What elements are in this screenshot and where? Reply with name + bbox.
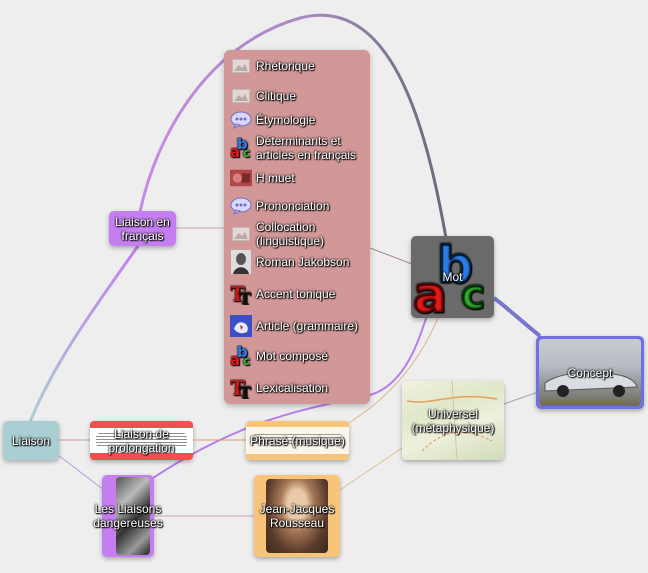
- edge-universel-concept: [503, 391, 539, 405]
- rousseau-portrait-image: [266, 479, 328, 553]
- node-mot-label: Mot: [442, 270, 463, 284]
- node-liaison-label: Liaison: [11, 433, 51, 448]
- music-staff-lines: [96, 433, 187, 447]
- photo-thumbnail-icon: [230, 168, 252, 188]
- panel-item[interactable]: Roman Jakobson: [230, 250, 368, 274]
- node-les-liaisons-dangereuses-label: Les Liaisons dangereuses: [93, 502, 163, 530]
- portrait-icon: [230, 250, 252, 274]
- panel-item-label: Collocation (linguistique): [256, 220, 325, 248]
- panel-item[interactable]: Rhétorique: [230, 56, 368, 76]
- panel-item-label: H muet: [256, 171, 295, 185]
- svg-text:b: b: [437, 236, 473, 294]
- panel-item[interactable]: Collocation (linguistique): [230, 220, 368, 248]
- panel-item-label: Roman Jakobson: [256, 255, 350, 269]
- node-jean-jacques-rousseau-label: Jean-Jacques Rousseau: [259, 502, 335, 530]
- panel-item-label: Mot composé: [256, 349, 329, 363]
- node-concept[interactable]: Concept: [536, 336, 644, 409]
- panel-item-label: Accent tonique: [256, 287, 336, 301]
- svg-text:T: T: [230, 377, 245, 399]
- node-concept-label: Concept: [567, 365, 613, 380]
- music-staff-lines: [252, 434, 343, 446]
- svg-text:b: b: [237, 345, 248, 361]
- car-shape-icon: [544, 371, 638, 397]
- europe-map-icon: [230, 315, 252, 337]
- svg-text:a: a: [413, 266, 447, 318]
- svg-text:a: a: [230, 143, 240, 159]
- panel-item-label: Étymologie: [256, 113, 316, 127]
- node-phrase-musique[interactable]: Phrasé (musique): [246, 421, 349, 460]
- node-liaison-en-francais-label: Liaison en français: [115, 214, 170, 243]
- svg-text:T: T: [239, 289, 251, 305]
- edge-phrase-mot: [339, 317, 439, 429]
- node-phrase-musique-label: Phrasé (musique): [250, 433, 345, 448]
- svg-text:c: c: [461, 272, 485, 318]
- node-universel-metaphysique-label: Universel (métaphysique): [411, 406, 495, 435]
- abc-icon: a b c: [413, 236, 486, 318]
- svg-text:c: c: [243, 354, 250, 367]
- panel-item[interactable]: Prononciation: [230, 196, 368, 216]
- engraving-image: [116, 477, 150, 555]
- panel-item-label: Rhétorique: [256, 59, 315, 73]
- node-jean-jacques-rousseau[interactable]: Jean-Jacques Rousseau: [254, 475, 340, 557]
- edge-liaison-liaison-fr: [28, 245, 140, 423]
- node-mot[interactable]: a b c Mot: [411, 236, 494, 318]
- node-liaison-de-prolongation[interactable]: Liaison de prolongation: [90, 421, 193, 460]
- node-liaison-en-francais[interactable]: Liaison en français: [109, 211, 176, 246]
- panel-item-label: Déterminants et articles en français: [256, 134, 357, 162]
- panel-item[interactable]: Article (grammaire): [230, 315, 368, 337]
- image-placeholder-icon: [230, 224, 252, 244]
- image-placeholder-icon: [230, 86, 252, 106]
- edge-liaison-fr-mot: [138, 13, 448, 239]
- svg-text:b: b: [237, 137, 248, 153]
- panel-item[interactable]: H muet: [230, 168, 368, 188]
- speech-bubble-icon: [230, 196, 252, 216]
- panel-item-label: Article (grammaire): [256, 319, 359, 333]
- speech-bubble-icon: [230, 110, 252, 130]
- image-placeholder-icon: [230, 56, 252, 76]
- panel-item-label: Clitique: [256, 89, 297, 103]
- svg-text:T: T: [239, 383, 251, 399]
- node-liaison-de-prolongation-label: Liaison de prolongation: [108, 426, 175, 455]
- node-les-liaisons-dangereuses[interactable]: Les Liaisons dangereuses: [93, 475, 163, 557]
- map-roads-icon: [406, 381, 498, 460]
- svg-text:T: T: [230, 283, 245, 305]
- svg-text:c: c: [243, 146, 250, 159]
- panel-item-label: Prononciation: [256, 199, 330, 213]
- panel-item[interactable]: Clitique: [230, 86, 368, 106]
- edge-panel-mot: [369, 247, 413, 265]
- node-liaison[interactable]: Liaison: [3, 421, 59, 460]
- edge-rousseau-universel: [339, 447, 403, 491]
- svg-text:a: a: [230, 351, 240, 367]
- edge-liaison-dangereuses: [57, 454, 105, 491]
- panel-item-label: Lexicalisation: [256, 381, 329, 395]
- node-universel-metaphysique[interactable]: Universel (métaphysique): [402, 381, 504, 460]
- panel-item[interactable]: Étymologie: [230, 110, 368, 130]
- edge-mot-concept: [492, 296, 542, 338]
